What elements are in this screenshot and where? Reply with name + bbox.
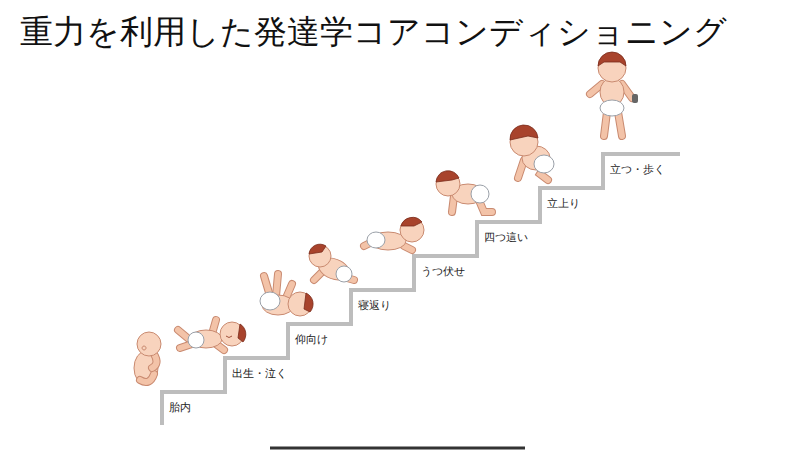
bottom-bar [270, 447, 525, 450]
rising-figure [510, 125, 554, 180]
newborn-figure [178, 320, 246, 350]
supine-figure [260, 274, 313, 316]
step-label: うつ伏せ [421, 265, 465, 278]
page-title: 重力を利用した発達学コアコンディショニング [20, 14, 727, 50]
prone-figure [364, 217, 424, 250]
step-label: 立上り [547, 197, 580, 210]
step-label: 立つ・歩く [610, 163, 665, 176]
step-label: 仰向け [295, 333, 328, 346]
step-label: 出生・泣く [232, 367, 287, 380]
toy [632, 94, 638, 103]
step-label: 寝返り [358, 299, 391, 312]
crawling-figure [436, 171, 492, 212]
standing-figure [590, 52, 638, 136]
fetus-figure [134, 332, 161, 385]
step-label: 四つ這い [484, 231, 528, 244]
rolling-figure [309, 244, 354, 284]
step-label: 胎内 [169, 401, 191, 414]
staircase [162, 154, 680, 425]
